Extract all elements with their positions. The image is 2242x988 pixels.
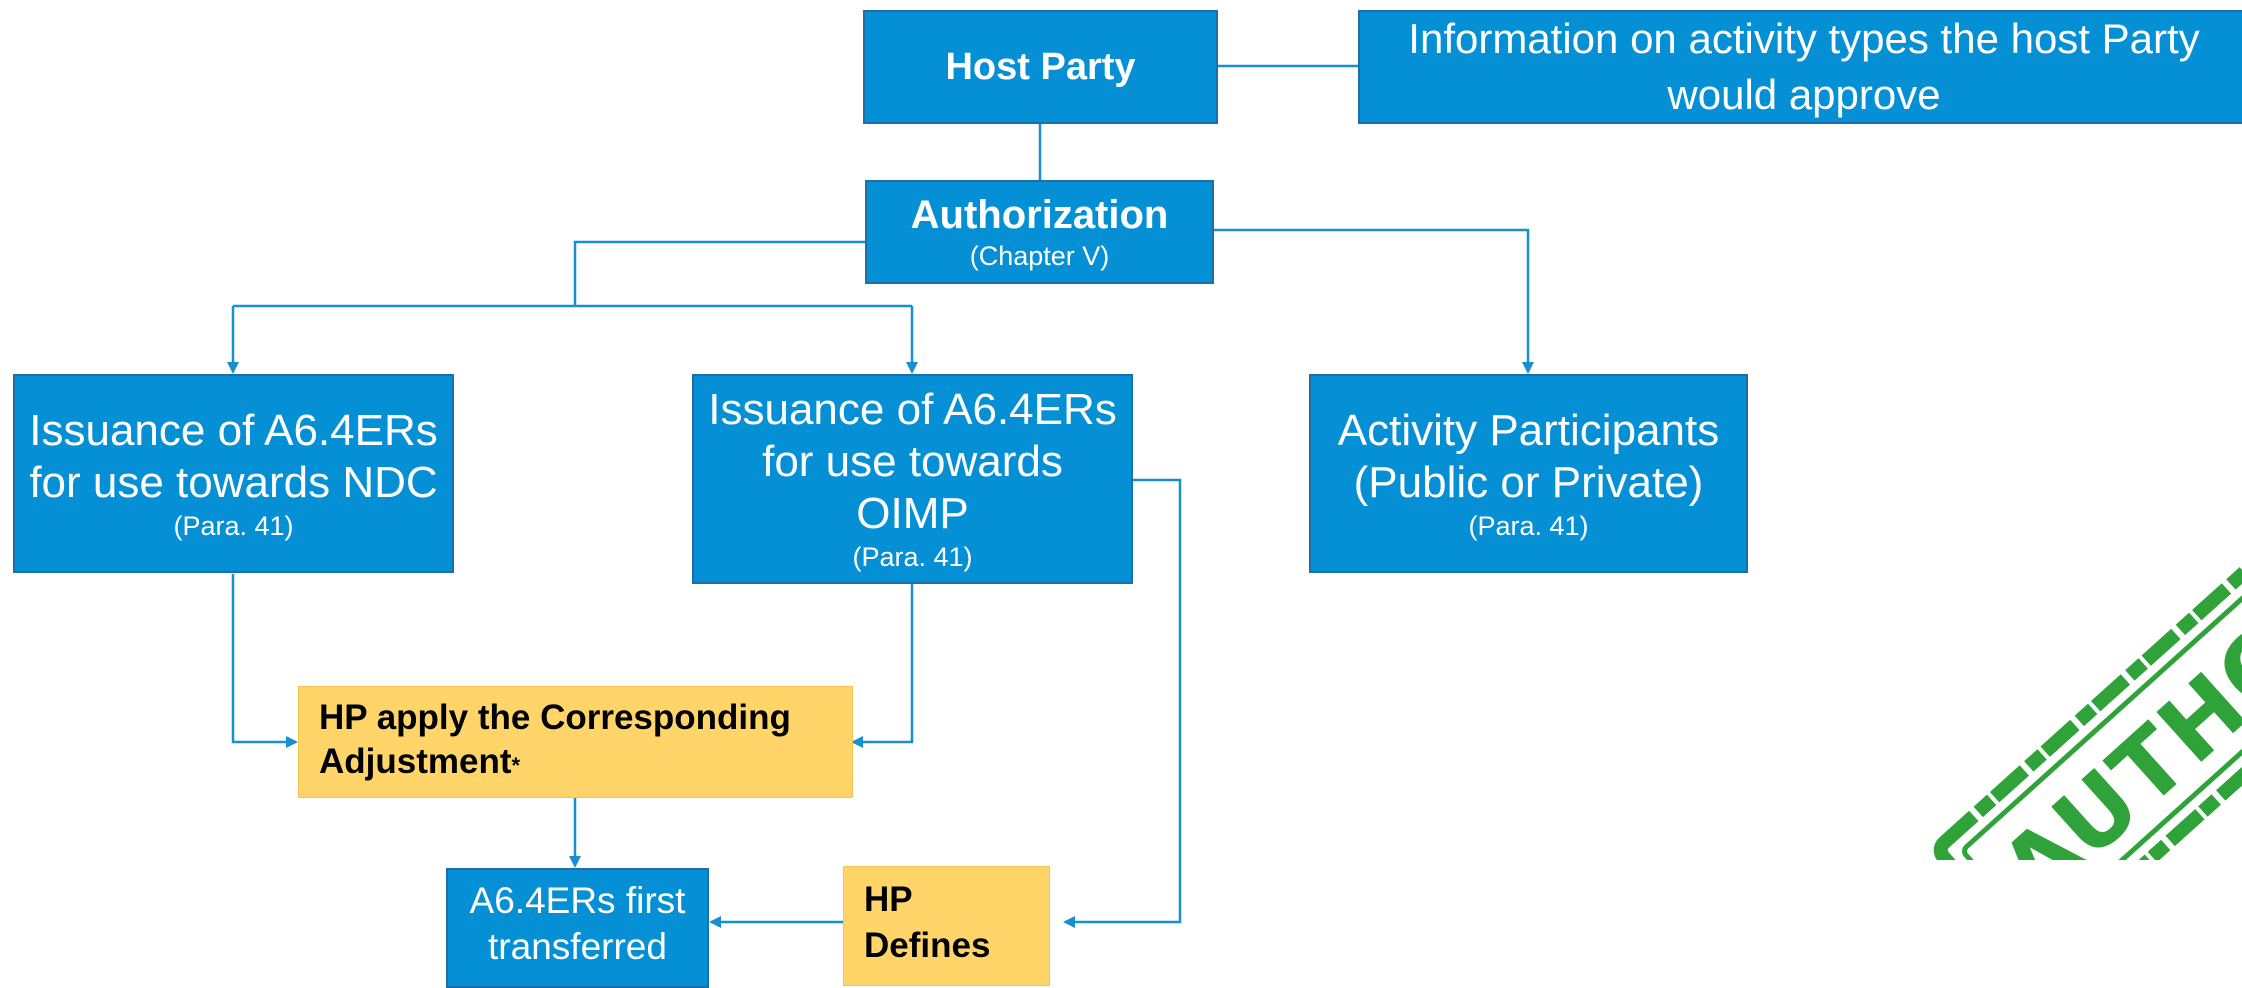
arrow-to-participants [1214, 228, 1534, 374]
info-text: Information on activity types the host P… [1408, 15, 2200, 118]
authorization-title: Authorization [910, 193, 1169, 237]
arrow-oimp-defines [1063, 478, 1182, 928]
participants-box: Activity Participants (Public or Private… [1309, 374, 1748, 573]
host-party-box: Host Party [863, 10, 1218, 124]
authorized-stamp-graphic: AUTHORIZED [1933, 383, 2242, 964]
arrow-oimp-adjustment [851, 584, 914, 748]
oimp-line2: for use towards [762, 437, 1063, 486]
defines-box: HP Defines [843, 866, 1050, 986]
oimp-box: Issuance of A6.4ERs for use towards OIMP… [692, 374, 1133, 584]
oimp-line3: OIMP [856, 489, 969, 538]
arrow-ndc-adjustment [231, 574, 298, 748]
ndc-para: (Para. 41) [173, 510, 294, 541]
authorized-stamp: AUTHORIZED [1870, 383, 2242, 964]
authorization-chapter: (Chapter V) [969, 241, 1110, 271]
participants-line2: (Public or Private) [1353, 457, 1704, 507]
ndc-box: Issuance of A6.4ERs for use towards NDC … [13, 374, 454, 573]
first-transferred-line1: A6.4ERs first [469, 880, 686, 921]
adjustment-asterisk: * [511, 753, 521, 778]
adjustment-line1: HP apply the Corresponding [319, 698, 791, 737]
connector-authorization-split [573, 240, 865, 306]
adjustment-box: HP apply the Corresponding Adjustment* [298, 686, 853, 798]
ndc-line2: for use towards NDC [29, 457, 438, 507]
info-box: Information on activity types the host P… [1358, 10, 2242, 124]
ndc-line1: Issuance of A6.4ERs [29, 405, 438, 455]
defines-line2: Defines [864, 926, 991, 965]
first-transferred-box: A6.4ERs first transferred [446, 868, 709, 988]
defines-line1: HP [864, 880, 913, 919]
authorization-box: Authorization (Chapter V) [865, 180, 1214, 284]
first-transferred-line2: transferred [488, 926, 667, 967]
participants-line1: Activity Participants [1337, 405, 1720, 455]
oimp-para: (Para. 41) [852, 542, 973, 572]
adjustment-line2-wrap: Adjustment* [319, 740, 520, 788]
adjustment-line2: Adjustment [319, 742, 512, 781]
participants-para: (Para. 41) [1468, 510, 1589, 541]
oimp-line1: Issuance of A6.4ERs [708, 385, 1117, 434]
host-party-title: Host Party [945, 45, 1136, 88]
